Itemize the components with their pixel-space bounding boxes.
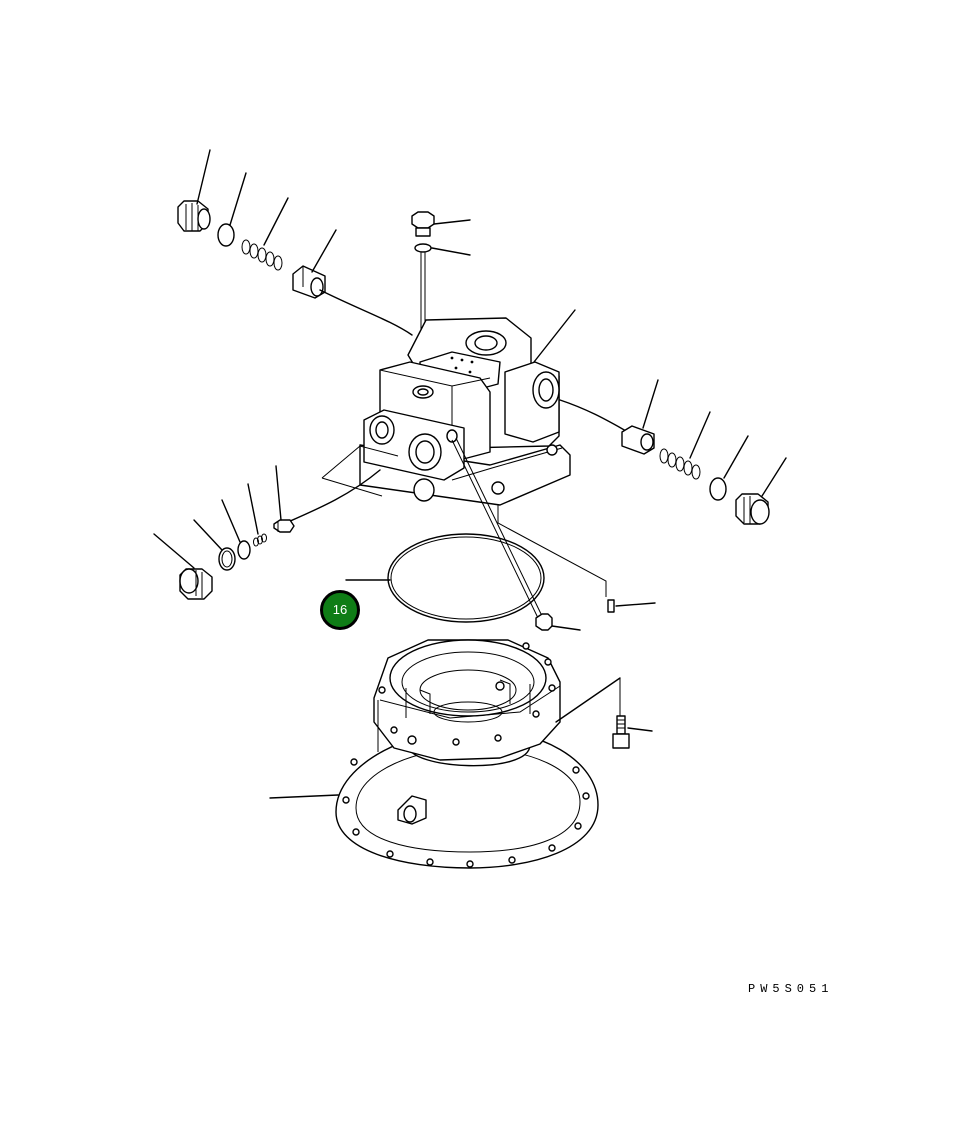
lower-left-plug-assembly [153, 445, 399, 600]
callout-badge-16[interactable]: 16 [320, 590, 360, 630]
lower-housing [269, 639, 621, 869]
mounting-bolt [612, 678, 653, 749]
upper-left-plug-assembly [177, 149, 413, 336]
o-ring-16 [345, 533, 545, 623]
drawing-code: PW5S051 [748, 982, 834, 996]
callout-label: 16 [332, 602, 348, 617]
valve-block [359, 309, 576, 506]
right-plug-assembly [559, 379, 787, 525]
pin-and-plug [451, 437, 656, 631]
